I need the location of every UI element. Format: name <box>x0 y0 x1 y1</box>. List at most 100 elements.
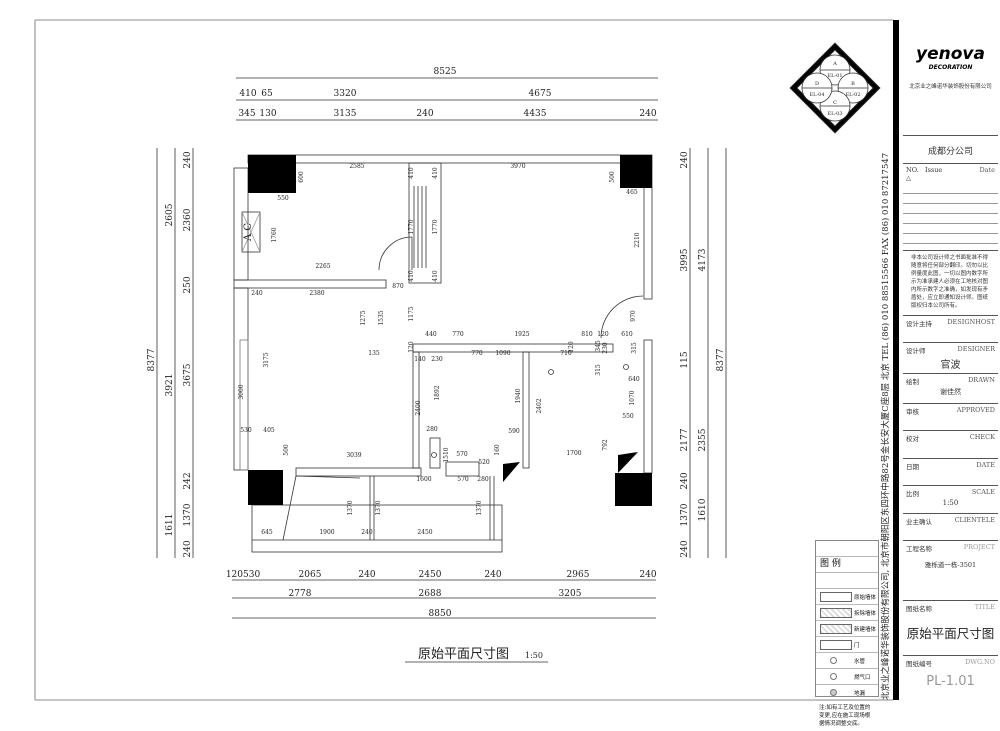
dimension-label: 4173 <box>698 248 708 271</box>
dimension-label: 8525 <box>434 67 457 77</box>
plan-dimension-label: 440 <box>425 331 437 338</box>
drawing-title: 原始平面尺寸图 <box>418 647 509 662</box>
dimension-label: 240 <box>484 570 501 580</box>
field-label: 校对 <box>906 435 919 443</box>
compass-label: EL-04 <box>809 92 824 98</box>
field-label-en: DRAWN <box>968 376 995 384</box>
plan-dimension-label: 3039 <box>346 452 361 459</box>
field-label: 绘制 <box>906 378 919 386</box>
issue-mark: △ <box>906 174 911 182</box>
field-label: 日期 <box>906 463 919 471</box>
dimension-label: 240 <box>183 540 193 557</box>
title-label-en: TITLE <box>974 603 995 611</box>
plan-dimension-label: 280 <box>477 476 489 483</box>
plan-dimension-label: 140 <box>414 356 426 363</box>
dimension-label: 240 <box>680 151 690 168</box>
dimension-label: 3675 <box>183 363 193 386</box>
dwg-label: 图纸编号 <box>906 660 932 668</box>
dimension-label: 240 <box>183 151 193 168</box>
dimension-label: 65 <box>261 89 273 99</box>
legend-item: 原始墙体 <box>854 595 877 601</box>
plan-dimension-label: 230 <box>602 342 609 354</box>
dimension-label: 242 <box>183 472 193 489</box>
plan-dimension-label: 770 <box>452 331 464 338</box>
dimension-label: 240 <box>639 109 656 119</box>
plan-dimension-label: 465 <box>626 189 638 196</box>
company-logo-sub: DECORATION <box>928 64 973 71</box>
plan-dimension-label: 410 <box>432 167 439 179</box>
plan-dimension-label: 120 <box>597 331 609 338</box>
field-value: 1:50 <box>942 499 959 507</box>
plan-dimension-label: 1070 <box>629 390 636 405</box>
plan-dimension-label: 570 <box>456 451 468 458</box>
dimension-label: 1370 <box>183 503 193 526</box>
floor-plan-drawing: A EL-01 B EL-02 C EL-03 D EL-04 A C 原始平面… <box>34 19 899 701</box>
column <box>248 470 283 505</box>
dimension-label: 2065 <box>299 570 322 580</box>
field-label: 审核 <box>906 408 919 416</box>
floor-drain-icon <box>830 689 837 696</box>
disclaimer-text: 非本公司设计师之书面批准不得随意将任何部分翻印。切勿以比例量度此图，一切以图内数… <box>911 255 989 309</box>
field-label-en: APPROVED <box>956 406 995 414</box>
plan-dimension-label: 3970 <box>510 163 525 170</box>
compass-label: D <box>815 81 819 87</box>
plan-dimension-label: 1370 <box>476 500 483 515</box>
plan-dimension-label: 1175 <box>408 306 415 321</box>
plan-dimension-label: 520 <box>478 459 490 466</box>
plan-dimension-label: 240 <box>251 290 263 297</box>
plan-dimension-label: 640 <box>628 376 640 383</box>
plan-dimension-label: 230 <box>431 356 443 363</box>
plan-dimension-label: 1770 <box>432 219 439 234</box>
dimension-label: 130 <box>259 109 276 119</box>
plan-dimension-label: 1760 <box>271 227 278 242</box>
field-label: 比例 <box>906 490 919 498</box>
plan-dimension-label: 1925 <box>514 331 529 338</box>
legend-swatch <box>820 624 852 634</box>
company-logo: yenova <box>916 44 985 64</box>
plan-dimension-label: 1600 <box>416 476 431 483</box>
plan-dimension-label: 120 <box>408 341 415 353</box>
plan-dimension-label: 280 <box>426 426 438 433</box>
legend-swatch <box>820 640 852 650</box>
plan-dimension-label: 135 <box>368 350 380 357</box>
dwg-label-en: DWG.NO <box>965 658 995 666</box>
plan-dimension-label: 1510 <box>443 447 450 462</box>
plan-dimension-label: 1940 <box>515 388 522 403</box>
water-pipe-icon <box>830 657 837 664</box>
compass-label: C <box>833 100 837 106</box>
plan-dimension-label: 405 <box>263 427 275 434</box>
plan-dimension-label: 2450 <box>417 529 432 536</box>
plan-dimension-label: 1700 <box>566 450 581 457</box>
dimension-label: 3320 <box>334 89 357 99</box>
issue-date-header: Date <box>979 166 995 174</box>
plan-dimension-label: 550 <box>277 195 289 202</box>
compass-label: EL-03 <box>827 111 842 117</box>
field-label-en: CHECK <box>969 433 995 441</box>
elevation-index-symbol <box>789 42 881 134</box>
plan-dimension-label: 1900 <box>319 529 334 536</box>
title-label: 图纸名称 <box>906 605 932 613</box>
company-name: 北京业之峰诺华装饰股份有限公司 <box>909 84 992 90</box>
plan-dimension-label: 3000 <box>238 384 245 399</box>
dimension-label: 4675 <box>529 89 552 99</box>
dimension-label: 3135 <box>334 109 357 119</box>
field-label: 业主确认 <box>906 518 932 526</box>
legend-item: 拆除墙体 <box>854 611 877 617</box>
issue-no-header: NO. <box>906 166 919 174</box>
plan-dimension-label: 1370 <box>375 500 382 515</box>
plan-dimension-label: 970 <box>630 310 637 322</box>
drawing-scale: 1:50 <box>525 651 543 660</box>
dimension-label: 2688 <box>419 589 442 599</box>
compass-label: EL-01 <box>827 73 842 79</box>
dimension-label: 8377 <box>716 348 726 371</box>
plan-dimension-label: 410 <box>408 167 415 179</box>
title-block-field: 校对 CHECK <box>903 430 998 459</box>
plan-dimension-label: 120 <box>568 341 575 353</box>
compass-label: EL-02 <box>845 92 860 98</box>
plan-dimension-label: 1535 <box>378 310 385 325</box>
title-strip-bar <box>893 20 899 700</box>
dimension-label: 120530 <box>226 570 261 580</box>
plan-dimension-label: 2210 <box>634 232 641 247</box>
